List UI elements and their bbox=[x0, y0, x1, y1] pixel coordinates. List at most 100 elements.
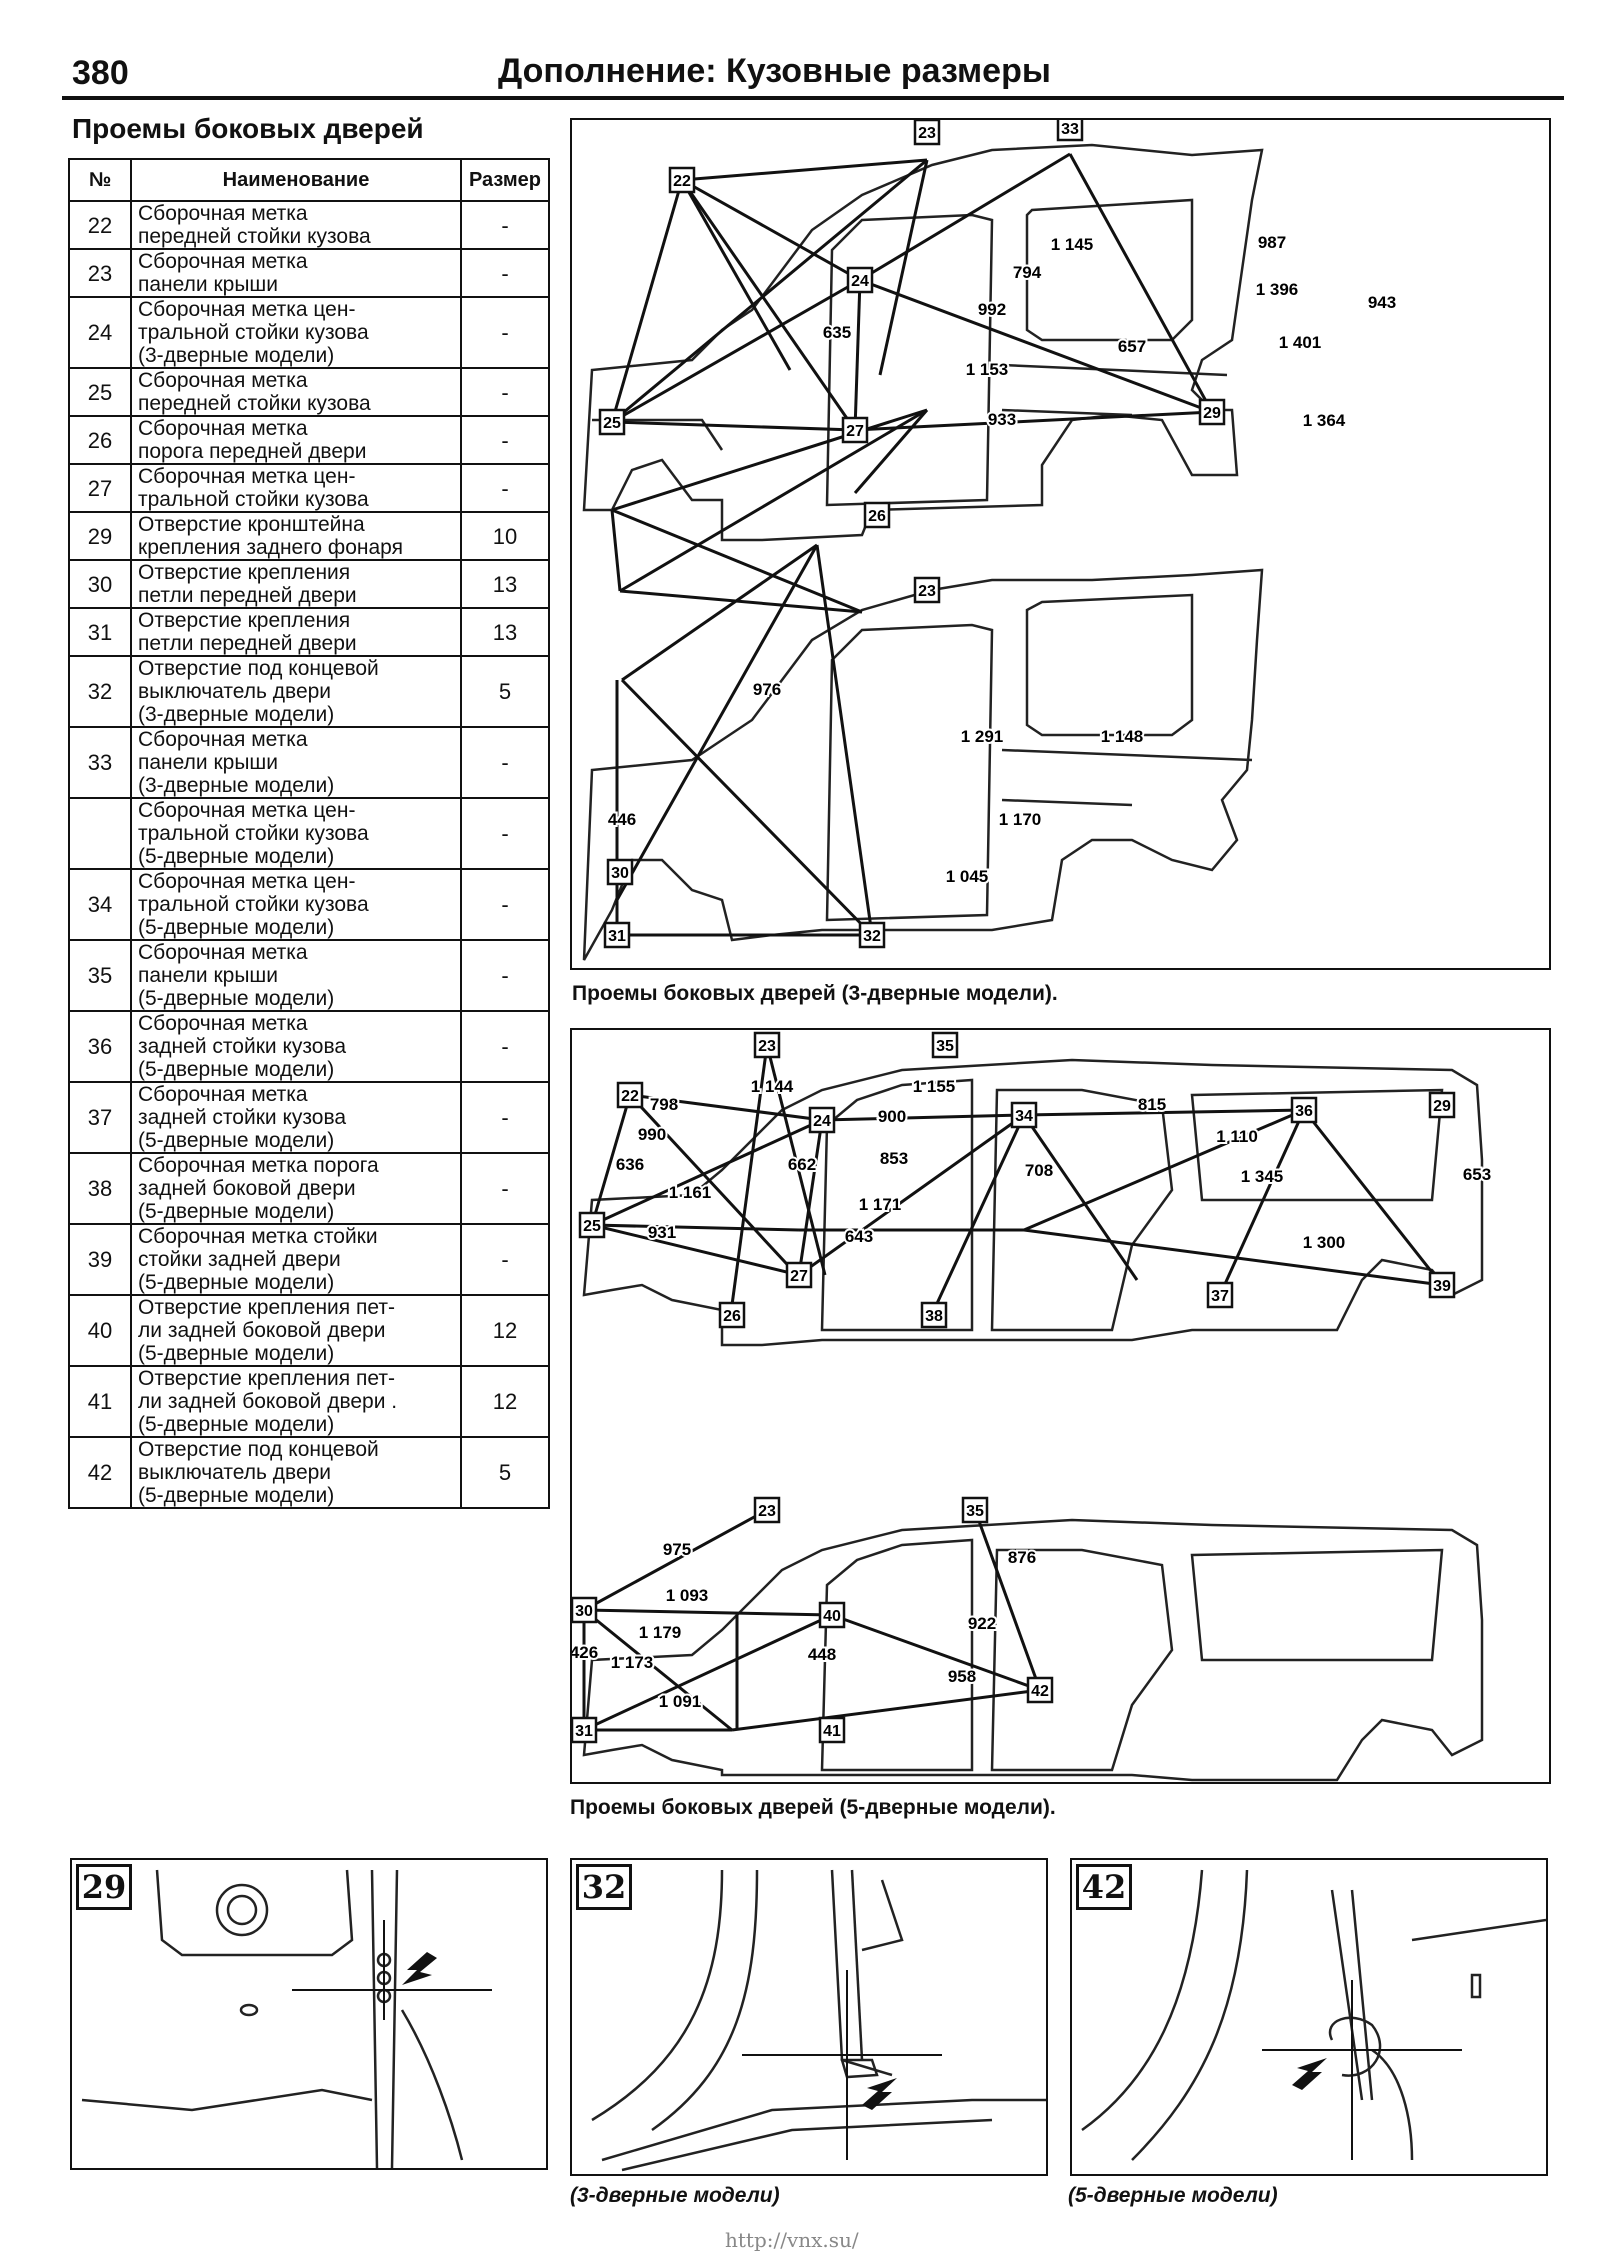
row-name: Сборочная метка цен-тральной стойки кузо… bbox=[130, 868, 462, 941]
row-name-line: (5-дверные модели) bbox=[138, 1129, 335, 1152]
dimension-label: 635 bbox=[823, 323, 851, 342]
detail-32-label: 32 bbox=[576, 1864, 632, 1910]
dimension-label: 1 161 bbox=[669, 1183, 712, 1202]
row-name-line: Отверстие крепления bbox=[138, 609, 351, 632]
dimension-label: 1 171 bbox=[859, 1195, 902, 1214]
dimension-label: 1 091 bbox=[659, 1692, 702, 1711]
row-name-line: панели крыши bbox=[138, 273, 278, 296]
svg-text:25: 25 bbox=[583, 1218, 601, 1235]
svg-text:41: 41 bbox=[823, 1723, 841, 1740]
row-name: Сборочная метка цен-тральной стойки кузо… bbox=[130, 797, 462, 870]
dimension-label: 1 364 bbox=[1303, 411, 1346, 430]
marker-22: 22 bbox=[616, 1081, 644, 1109]
marker-25: 25 bbox=[598, 408, 626, 436]
row-size: 13 bbox=[460, 559, 550, 609]
svg-text:22: 22 bbox=[621, 1088, 639, 1105]
dimension-label: 853 bbox=[880, 1149, 908, 1168]
marker-27: 27 bbox=[785, 1261, 813, 1289]
svg-text:32: 32 bbox=[863, 928, 881, 945]
dimension-label: 976 bbox=[753, 680, 781, 699]
dimension-label: 1 300 bbox=[1303, 1233, 1346, 1252]
row-number: 36 bbox=[68, 1010, 132, 1083]
row-name-line: тральной стойки кузова bbox=[138, 321, 369, 344]
row-name-line: Сборочная метка bbox=[138, 1012, 308, 1035]
row-number: 26 bbox=[68, 415, 132, 465]
row-name-line: тральной стойки кузова bbox=[138, 822, 369, 845]
marker-22: 22 bbox=[668, 166, 696, 194]
dimension-label: 426 bbox=[572, 1643, 598, 1662]
row-number: 38 bbox=[68, 1152, 132, 1225]
row-number: 22 bbox=[68, 200, 132, 250]
row-name-line: (5-дверные модели) bbox=[138, 916, 335, 939]
row-name-line: (3-дверные модели) bbox=[138, 774, 335, 797]
svg-text:29: 29 bbox=[1433, 1098, 1451, 1115]
marker-39: 39 bbox=[1428, 1271, 1456, 1299]
row-name-line: (5-дверные модели) bbox=[138, 845, 335, 868]
dimension-label: 922 bbox=[968, 1614, 996, 1633]
dimension-label: 1 179 bbox=[639, 1623, 682, 1642]
row-name-line: Отверстие кронштейна bbox=[138, 513, 365, 536]
svg-text:38: 38 bbox=[925, 1308, 943, 1325]
marker-38: 38 bbox=[920, 1301, 948, 1329]
dimension-label: 933 bbox=[988, 410, 1016, 429]
marker-26: 26 bbox=[863, 501, 891, 529]
dimension-label: 794 bbox=[1013, 263, 1042, 282]
svg-text:36: 36 bbox=[1295, 1103, 1313, 1120]
figure-3door-caption: Проемы боковых дверей (3-дверные модели)… bbox=[572, 982, 1058, 1005]
marker-31: 31 bbox=[570, 1716, 598, 1744]
row-number: 27 bbox=[68, 463, 132, 513]
svg-text:34: 34 bbox=[1015, 1108, 1033, 1125]
row-name-line: петли передней двери bbox=[138, 632, 357, 655]
row-name-line: ли задней боковой двери . bbox=[138, 1390, 398, 1413]
row-name-line: Сборочная метка цен- bbox=[138, 799, 356, 822]
marker-34: 34 bbox=[1010, 1101, 1038, 1129]
svg-text:31: 31 bbox=[575, 1723, 593, 1740]
row-size: 13 bbox=[460, 607, 550, 657]
marker-29: 29 bbox=[1428, 1091, 1456, 1119]
dimension-label: 900 bbox=[878, 1107, 906, 1126]
row-name-line: Отверстие крепления bbox=[138, 561, 351, 584]
row-name-line: Сборочная метка цен- bbox=[138, 870, 356, 893]
row-name-line: Отверстие под концевой bbox=[138, 657, 379, 680]
detail-29-drawing bbox=[81, 1869, 492, 2168]
row-size: - bbox=[460, 939, 550, 1012]
row-name-line: Сборочная метка bbox=[138, 202, 308, 225]
row-name-line: передней стойки кузова bbox=[138, 225, 371, 248]
svg-text:42: 42 bbox=[1031, 1683, 1049, 1700]
marker-24: 24 bbox=[846, 266, 874, 294]
header-name: Наименование bbox=[130, 158, 462, 202]
row-name-line: ли задней боковой двери bbox=[138, 1319, 386, 1342]
dimension-label: 662 bbox=[788, 1155, 816, 1174]
row-name-line: (5-дверные модели) bbox=[138, 1342, 335, 1365]
dimension-label: 931 bbox=[648, 1223, 676, 1242]
row-name-line: Отверстие крепления пет- bbox=[138, 1296, 395, 1319]
row-size: - bbox=[460, 1152, 550, 1225]
detail-42-caption: (5-дверные модели) bbox=[1068, 2184, 1278, 2207]
table-header-row: № Наименование Размер bbox=[68, 158, 550, 202]
svg-text:31: 31 bbox=[608, 928, 626, 945]
row-number: 31 bbox=[68, 607, 132, 657]
row-name-line: крепления заднего фонаря bbox=[138, 536, 403, 559]
row-name-line: Сборочная метка bbox=[138, 250, 308, 273]
row-name-line: Сборочная метка цен- bbox=[138, 465, 356, 488]
marker-37: 37 bbox=[1206, 1281, 1234, 1309]
row-name-line: Сборочная метка bbox=[138, 1083, 308, 1106]
row-number: 33 bbox=[68, 726, 132, 799]
svg-text:23: 23 bbox=[758, 1503, 776, 1520]
svg-text:23: 23 bbox=[918, 125, 936, 142]
